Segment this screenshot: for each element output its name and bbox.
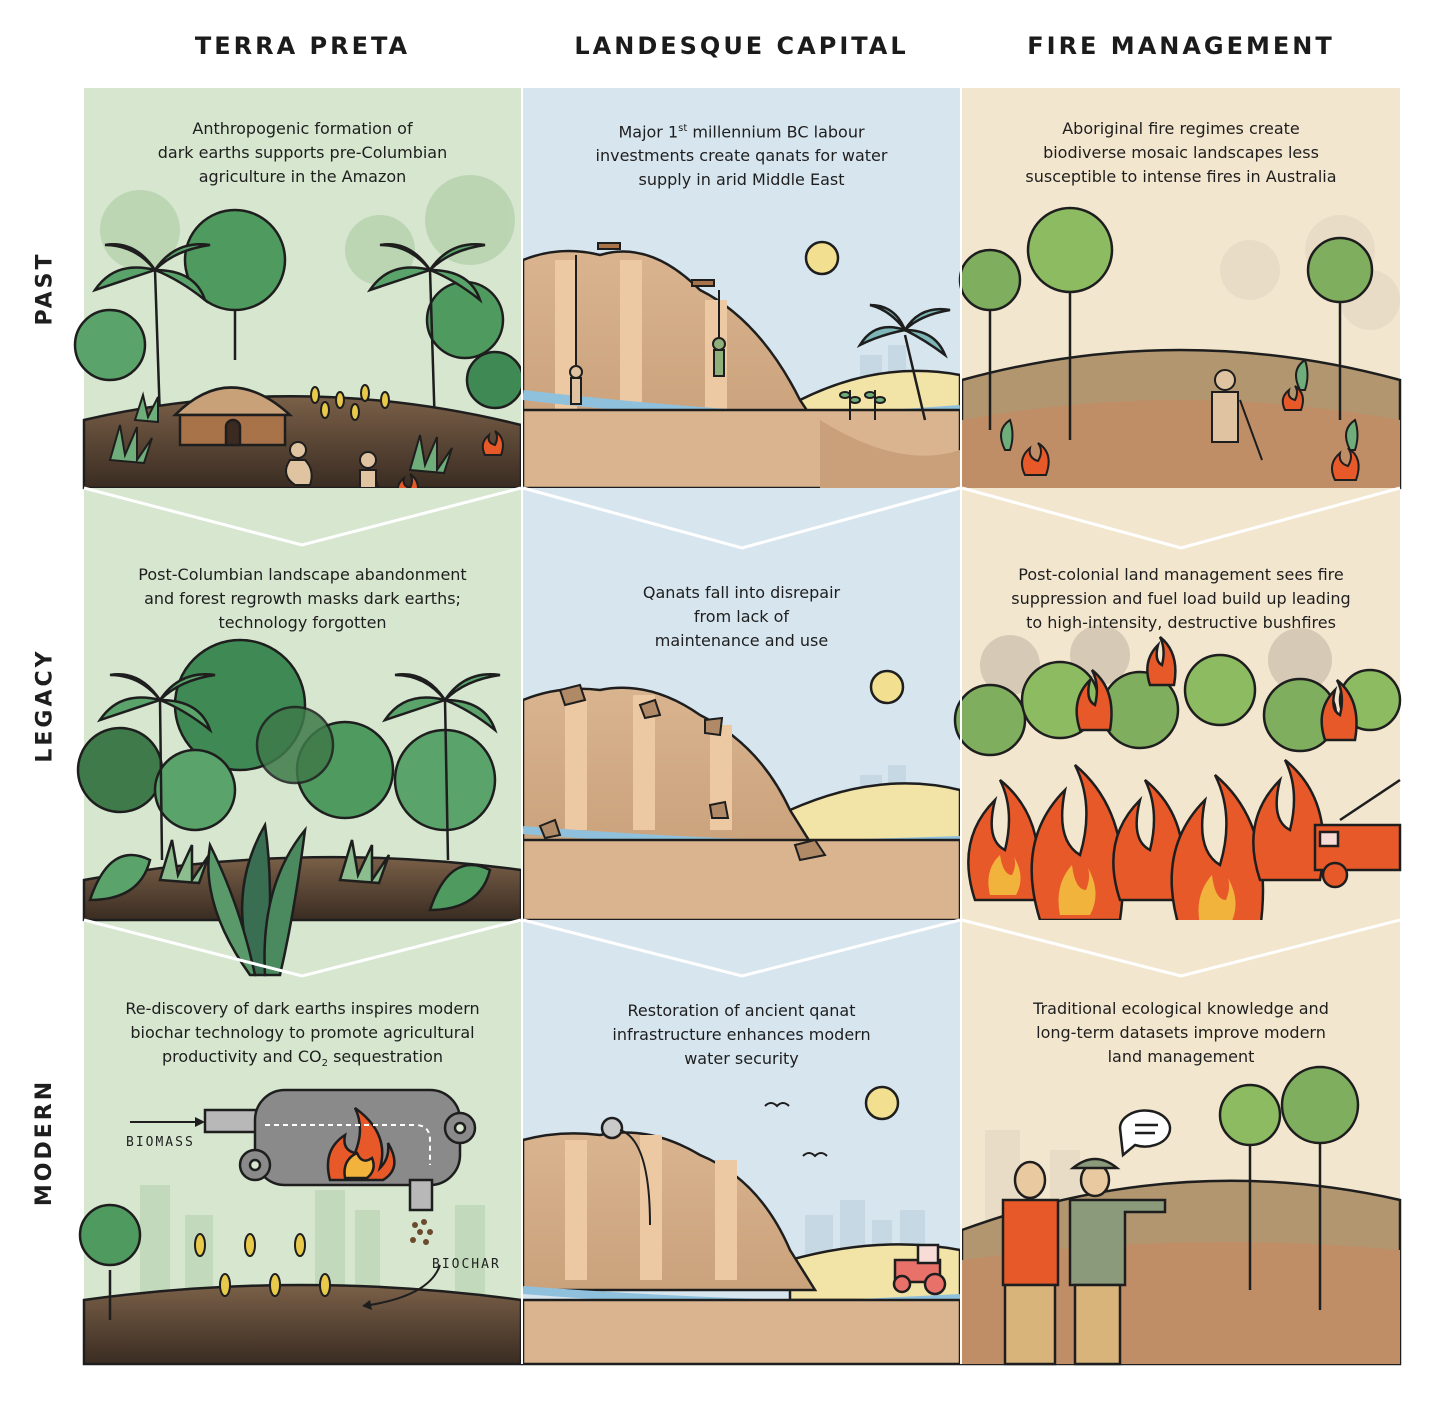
- caption-fire-legacy: Post-colonial land management sees fire …: [1011, 565, 1351, 632]
- eucalyptus-trees: [958, 206, 1374, 440]
- bird-icon: [764, 1102, 790, 1108]
- tractor-icon: [892, 1243, 947, 1296]
- caption-landesque-legacy: Qanats fall into disrepair from lack of …: [642, 583, 841, 650]
- bird-icon: [802, 1152, 828, 1158]
- caption-fire-modern: Traditional ecological knowledge and lon…: [1033, 999, 1329, 1066]
- biochar-particles: [410, 1219, 433, 1245]
- hill: [521, 249, 823, 432]
- terra-modern-scene: [78, 1088, 523, 1366]
- speech-bubble-icon: [1118, 1109, 1172, 1158]
- maize-plants: [194, 1233, 331, 1297]
- caption-landesque-past: Major 1st millennium BC labour investmen…: [595, 122, 888, 190]
- fire-legacy-scene: [953, 488, 1402, 932]
- terra-past-scene: [73, 175, 525, 511]
- arrow-icon: [369, 1264, 441, 1306]
- large-flames: [967, 636, 1358, 932]
- fire-truck-icon: [1313, 778, 1402, 889]
- worker-icon: [569, 365, 583, 405]
- caption-landesque-modern: Restoration of ancient qanat infrastruct…: [612, 1001, 871, 1068]
- biomass-label: BIOMASS: [126, 1135, 195, 1150]
- caption-terra-past: Anthropogenic formation of dark earths s…: [157, 119, 448, 186]
- gear-icon: [443, 1111, 477, 1145]
- gear-icon: [238, 1148, 272, 1182]
- caption-terra-legacy: Post-Columbian landscape abandonment and…: [138, 565, 467, 632]
- sun-icon: [864, 1085, 900, 1121]
- fire-icon: [1281, 385, 1304, 411]
- sun-icon: [869, 669, 905, 705]
- biochar-label: BIOCHAR: [432, 1257, 501, 1272]
- fire-modern-scene: [960, 920, 1402, 1366]
- fire-past-scene: [958, 206, 1402, 490]
- eucalyptus-trees: [1218, 1065, 1360, 1310]
- caption-terra-modern: Re-discovery of dark earths inspires mod…: [125, 999, 480, 1070]
- terra-legacy-scene: [76, 488, 523, 977]
- column-heading-fire-management: FIRE MANAGEMENT: [1027, 32, 1335, 60]
- landesque-legacy-scene: [521, 488, 962, 922]
- standing-person-icon: [1211, 369, 1263, 461]
- sun-icon: [804, 240, 840, 276]
- person-red-shirt: [1001, 1160, 1060, 1366]
- gear-icon: [600, 1116, 624, 1140]
- palm-tree-icon: [856, 303, 951, 421]
- column-heading-landesque-capital: LANDESQUE CAPITAL: [574, 32, 909, 60]
- worker-icon: [712, 337, 726, 377]
- rubble: [538, 683, 827, 862]
- sitting-person-icon: [285, 441, 313, 486]
- person-with-hat: [1068, 1157, 1167, 1366]
- column-heading-terra-preta: TERRA PRETA: [194, 32, 411, 60]
- hut-icon: [171, 386, 294, 447]
- caption-fire-past: Aboriginal fire regimes create biodivers…: [1025, 119, 1337, 186]
- fire-icon: [1330, 447, 1360, 481]
- fire-icon: [1020, 442, 1050, 476]
- biochar-reactor: [203, 1088, 462, 1212]
- landesque-past-scene: [521, 240, 962, 490]
- fire-icon: [481, 430, 504, 456]
